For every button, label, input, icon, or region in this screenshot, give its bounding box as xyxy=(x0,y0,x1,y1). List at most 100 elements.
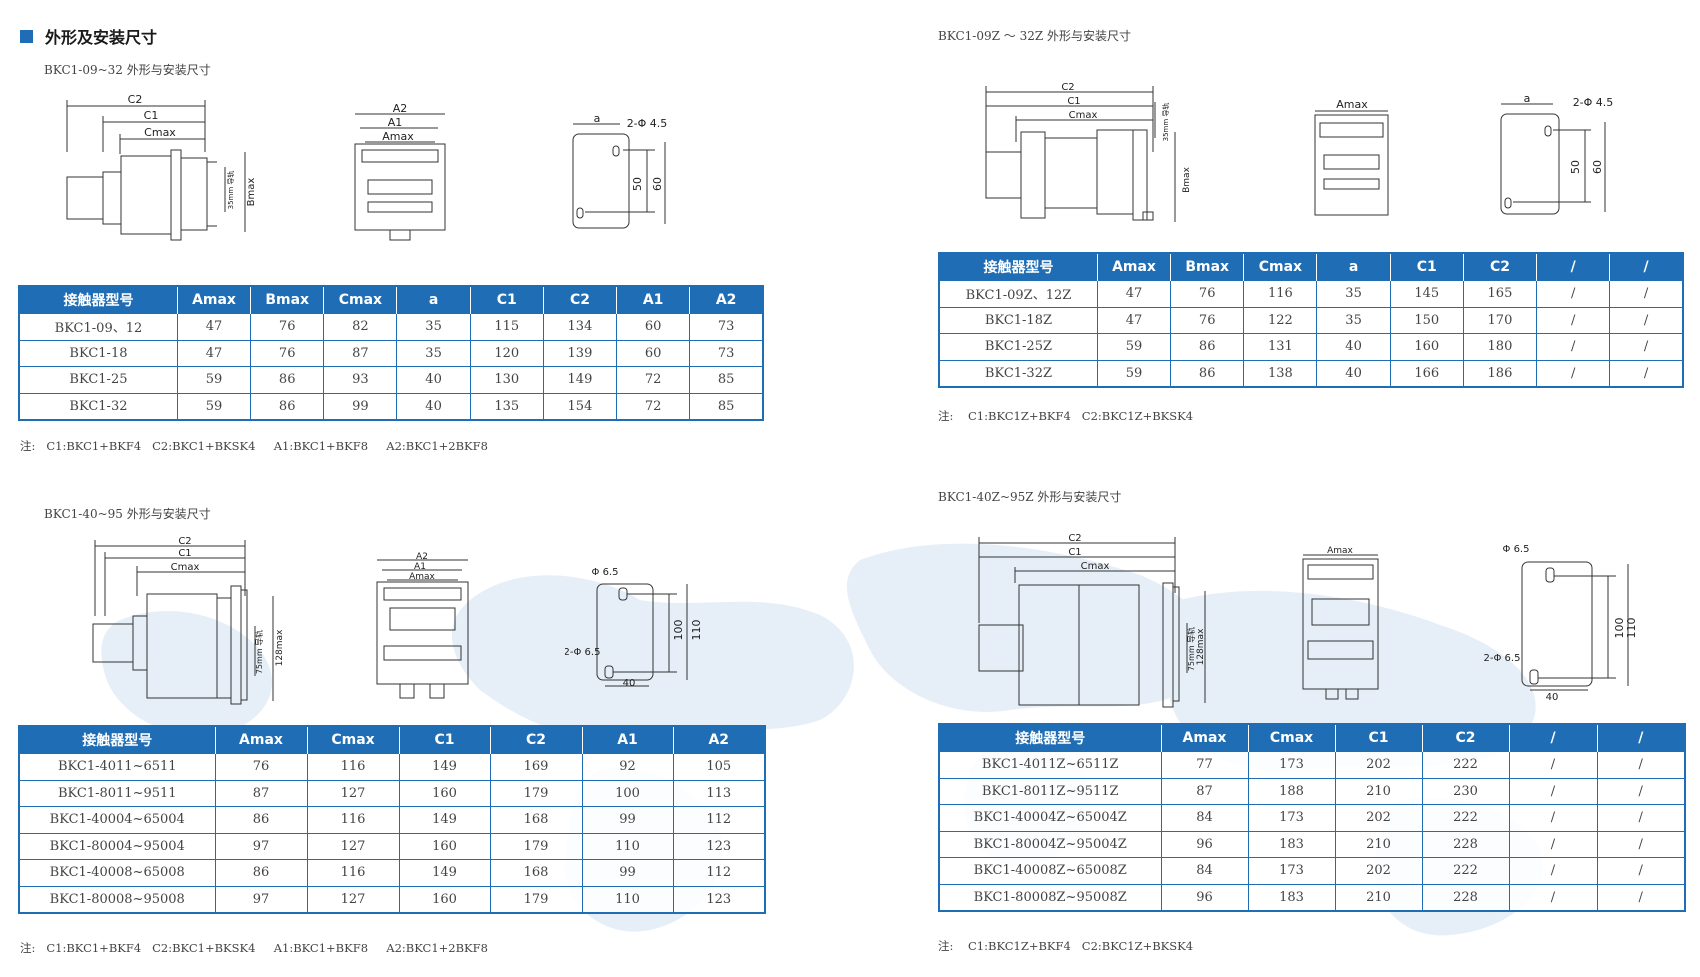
model-cell: BKC1-18 xyxy=(18,339,178,367)
dimension-cell: 149 xyxy=(542,366,618,394)
dimension-cell: 210 xyxy=(1334,830,1423,858)
dimension-cell: 76 xyxy=(1170,306,1245,334)
dimension-cell: 97 xyxy=(214,832,308,860)
dimension-cell: 92 xyxy=(581,753,674,781)
s4-dim-cmax: Cmax xyxy=(1081,561,1110,572)
dimension-cell: 173 xyxy=(1247,804,1336,832)
dimension-cell: / xyxy=(1508,751,1598,779)
dimension-cell: 86 xyxy=(214,806,308,834)
dimension-cell: 123 xyxy=(672,832,766,860)
dimension-cell: 59 xyxy=(1096,333,1172,361)
dimension-cell: 188 xyxy=(1247,777,1336,805)
dimension-cell: 47 xyxy=(1096,280,1172,308)
s4-dim-40: 40 xyxy=(1546,692,1559,703)
s3-note: 注: C1:BKC1+BKF4 C2:BKC1+BKSK4 A1:BKC1+BK… xyxy=(20,941,488,955)
s1-dim-c1: C1 xyxy=(144,109,159,122)
table-header-cell: / xyxy=(1609,253,1683,281)
dimension-cell: 210 xyxy=(1334,777,1423,805)
s1-dim-cmax: Cmax xyxy=(144,126,176,139)
s3-dim-hole-1: Φ 6.5 xyxy=(592,567,619,578)
s2-front-view-drawing: Amax xyxy=(1314,98,1389,216)
dimension-cell: 173 xyxy=(1247,751,1336,779)
dimension-cell: / xyxy=(1596,777,1686,805)
dimension-cell: 59 xyxy=(176,366,252,394)
dimension-cell: 113 xyxy=(672,779,766,807)
s4-mounting-view-drawing: Φ 6.5 2-Φ 6.5 100 110 40 xyxy=(1484,544,1638,703)
s3-dim-a2: A2 xyxy=(416,552,428,562)
dimension-cell: 86 xyxy=(250,366,325,394)
dimension-cell: 86 xyxy=(1170,359,1245,388)
s4-side-view-drawing: C2 C1 Cmax 75mm 导轨 128max xyxy=(978,533,1206,708)
dimension-cell: 154 xyxy=(542,392,618,421)
table-header-cell: C2 xyxy=(1463,253,1538,281)
s4-note: 注: C1:BKC1Z+BKF4 C2:BKC1Z+BKSK4 xyxy=(938,939,1194,953)
model-cell: BKC1-25Z xyxy=(938,333,1098,361)
s1-side-view-drawing: C2 C1 Cmax 35mm 导轨 Bmax xyxy=(66,93,257,241)
dimension-cell: 149 xyxy=(398,753,491,781)
dimension-cell: 160 xyxy=(398,885,491,914)
table-header-cell: C2 xyxy=(490,726,583,754)
dimension-cell: 169 xyxy=(489,753,583,781)
dimension-cell: 173 xyxy=(1247,857,1336,885)
s2-dim-amax: Amax xyxy=(1336,98,1368,111)
dimension-cell: 139 xyxy=(542,339,618,367)
table-header-cell: 接触器型号 xyxy=(19,286,178,314)
dimension-cell: 168 xyxy=(489,806,583,834)
dimension-cell: 82 xyxy=(323,313,398,341)
dimension-cell: 59 xyxy=(1096,359,1172,388)
dimension-cell: / xyxy=(1609,280,1684,308)
s1-dim-hole: 2-Φ 4.5 xyxy=(627,117,668,130)
s3-dim-40: 40 xyxy=(623,678,636,689)
dimension-cell: / xyxy=(1609,333,1684,361)
dimension-cell: 86 xyxy=(250,392,325,421)
dimension-cell: 112 xyxy=(672,806,766,834)
dimension-cell: 116 xyxy=(306,806,400,834)
model-cell: BKC1-40008~65008 xyxy=(18,859,216,887)
dimension-cell: 105 xyxy=(672,753,766,781)
dimension-cell: 170 xyxy=(1462,306,1538,334)
s2-dim-hole: 2-Φ 4.5 xyxy=(1573,96,1614,109)
s1-dim-rail: 35mm 导轨 xyxy=(226,171,235,210)
s3-dim-a1: A1 xyxy=(414,562,426,572)
model-cell: BKC1-4011~6511 xyxy=(18,753,216,781)
dimension-cell: 168 xyxy=(489,859,583,887)
model-cell: BKC1-32 xyxy=(18,392,178,421)
dimension-cell: 228 xyxy=(1421,830,1510,858)
heading-marker-icon xyxy=(20,29,33,43)
dimension-cell: 85 xyxy=(689,366,764,394)
model-cell: BKC1-80008~95008 xyxy=(18,885,216,914)
table-header-cell: C1 xyxy=(399,726,491,754)
dimension-cell: 115 xyxy=(469,313,544,341)
dimension-cell: 134 xyxy=(542,313,618,341)
dimension-cell: 230 xyxy=(1421,777,1510,805)
s2-dim-bmax: Bmax xyxy=(1182,166,1192,192)
s3-dim-c2: C2 xyxy=(178,536,191,547)
dimension-cell: 35 xyxy=(1316,306,1391,334)
dimension-cell: 76 xyxy=(1170,280,1245,308)
dimension-cell: 110 xyxy=(581,832,674,860)
dimension-cell: 84 xyxy=(1160,804,1249,832)
model-cell: BKC1-40004Z~65004Z xyxy=(938,804,1162,832)
model-cell: BKC1-09Z、12Z xyxy=(938,280,1098,308)
s4-dim-c1: C1 xyxy=(1068,547,1081,558)
dimension-cell: / xyxy=(1508,883,1598,912)
s4-dim-amax: Amax xyxy=(1327,546,1353,556)
s4-dim-hole-2: 2-Φ 6.5 xyxy=(1484,653,1521,664)
s3-dim-amax: Amax xyxy=(409,572,435,582)
model-cell: BKC1-80004~95004 xyxy=(18,832,216,860)
dimension-cell: / xyxy=(1508,830,1598,858)
dimension-cell: 116 xyxy=(1243,280,1318,308)
dimension-cell: 86 xyxy=(214,859,308,887)
dimension-cell: 186 xyxy=(1462,359,1538,388)
dimension-cell: / xyxy=(1609,306,1684,334)
